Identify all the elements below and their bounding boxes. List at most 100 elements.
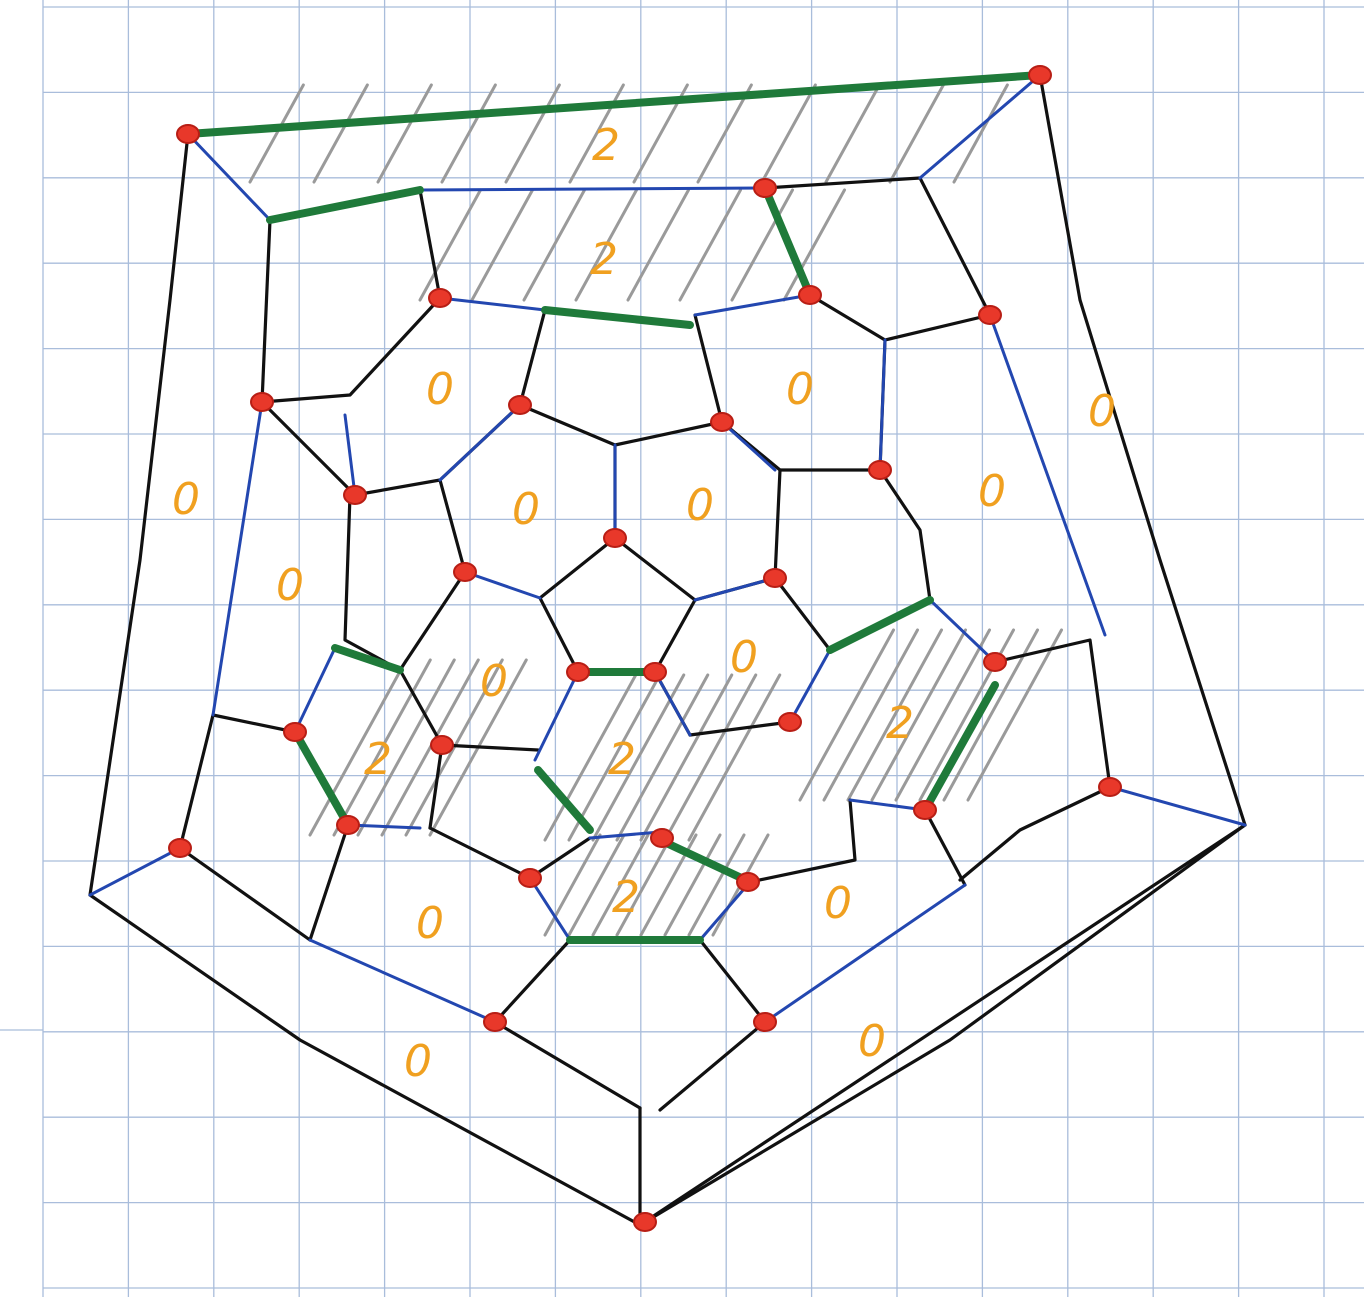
blue-edge xyxy=(438,296,547,312)
black-edge xyxy=(260,400,357,497)
green-edge xyxy=(266,186,424,224)
label-hatched-right: 2 xyxy=(886,698,914,749)
hatch-stroke xyxy=(567,833,626,937)
blue-edges xyxy=(88,73,1247,1024)
vertex xyxy=(753,178,777,198)
hatch-stroke xyxy=(894,628,991,802)
hatch-stroke xyxy=(615,833,674,937)
blue-edge xyxy=(343,413,357,497)
vertex xyxy=(483,1012,507,1032)
black-edge xyxy=(720,420,882,472)
black-edge xyxy=(693,313,724,424)
label-hatched-bottom: 2 xyxy=(612,872,640,923)
blue-edge xyxy=(693,293,812,317)
blue-edge xyxy=(88,846,182,897)
label-center-right: 0 xyxy=(686,480,714,531)
black-edge xyxy=(440,743,540,752)
black-edge xyxy=(178,846,312,942)
hatch-stroke xyxy=(567,673,662,842)
hatch-stroke xyxy=(470,188,534,302)
hatch-stroke xyxy=(942,628,1039,802)
blue-edge xyxy=(878,338,887,472)
label-right-mid: 0 xyxy=(978,466,1006,517)
vertex xyxy=(650,828,674,848)
vertex xyxy=(168,838,192,858)
black-edge xyxy=(418,188,442,300)
hatch-stroke xyxy=(615,673,710,842)
vertex xyxy=(283,722,307,742)
blue-edge xyxy=(528,876,572,942)
vertex xyxy=(336,815,360,835)
blue-edge xyxy=(588,830,662,840)
green-edge xyxy=(291,728,352,829)
hatch-stroke xyxy=(663,673,758,842)
blue-edge xyxy=(211,400,264,717)
face-labels: 2 2 0 0 0 0 0 0 0 0 0 0 2 2 2 2 0 0 0 0 xyxy=(172,120,1116,1087)
green-edge xyxy=(184,71,1044,138)
vertex xyxy=(428,288,452,308)
hatch-stroke xyxy=(952,83,1009,184)
blue-edge xyxy=(533,670,580,762)
black-edge xyxy=(808,293,887,342)
label-right-upper: 0 xyxy=(786,364,814,415)
label-center-left: 0 xyxy=(512,484,540,535)
green-edge xyxy=(826,596,934,654)
vertex xyxy=(343,485,367,505)
green-edge xyxy=(534,766,594,834)
black-edge xyxy=(260,296,442,404)
green-edge xyxy=(331,644,404,674)
blue-edge xyxy=(788,648,832,724)
hatch-stroke xyxy=(687,833,746,937)
black-edge xyxy=(260,218,272,404)
hatch-stroke xyxy=(730,188,794,302)
vertex xyxy=(778,712,802,732)
black-edge xyxy=(923,808,967,887)
vertex xyxy=(1028,65,1052,85)
vertex xyxy=(453,562,477,582)
blue-edge xyxy=(698,880,752,942)
label-bottom-right: 0 xyxy=(858,1016,886,1067)
vertex xyxy=(603,528,627,548)
hatch-stroke xyxy=(760,83,817,184)
black-edge xyxy=(1038,73,1247,827)
blue-edge xyxy=(463,570,542,600)
black-edge xyxy=(658,1020,767,1112)
black-edge xyxy=(308,823,350,942)
hatch-stroke xyxy=(522,188,586,302)
black-edge xyxy=(353,478,467,574)
blue-edge xyxy=(308,938,497,1024)
black-edge xyxy=(88,132,190,897)
label-mid-left: 0 xyxy=(480,656,508,707)
black-edge xyxy=(748,798,857,884)
hatch-stroke xyxy=(543,833,602,937)
blue-edge xyxy=(438,403,522,482)
hatch-stroke xyxy=(663,833,722,937)
blue-edge xyxy=(293,646,337,734)
black-edge xyxy=(428,826,532,880)
label-mid-right: 0 xyxy=(730,632,758,683)
blue-edge xyxy=(720,420,777,472)
green-edge xyxy=(921,681,999,814)
vertex xyxy=(736,872,760,892)
green-matching-edges xyxy=(184,71,1044,944)
vertex xyxy=(176,124,200,144)
label-top-outer: 2 xyxy=(592,120,620,171)
hatch-stroke xyxy=(380,658,480,837)
black-edge xyxy=(211,713,297,734)
green-edge xyxy=(541,306,694,329)
label-left-outer: 0 xyxy=(172,474,200,525)
green-edge xyxy=(761,184,814,299)
hatch-stroke xyxy=(822,628,919,802)
hatch-stroke xyxy=(312,83,369,184)
hatch-stroke xyxy=(376,83,433,184)
blue-edge xyxy=(653,670,692,737)
black-edge xyxy=(428,743,444,830)
hatch-stroke xyxy=(870,628,967,802)
vertex xyxy=(913,800,937,820)
black-edge xyxy=(398,570,467,747)
blue-edge xyxy=(1108,785,1247,827)
hatch-stroke xyxy=(591,673,686,842)
black-edge xyxy=(993,638,1112,789)
vertex xyxy=(566,662,590,682)
